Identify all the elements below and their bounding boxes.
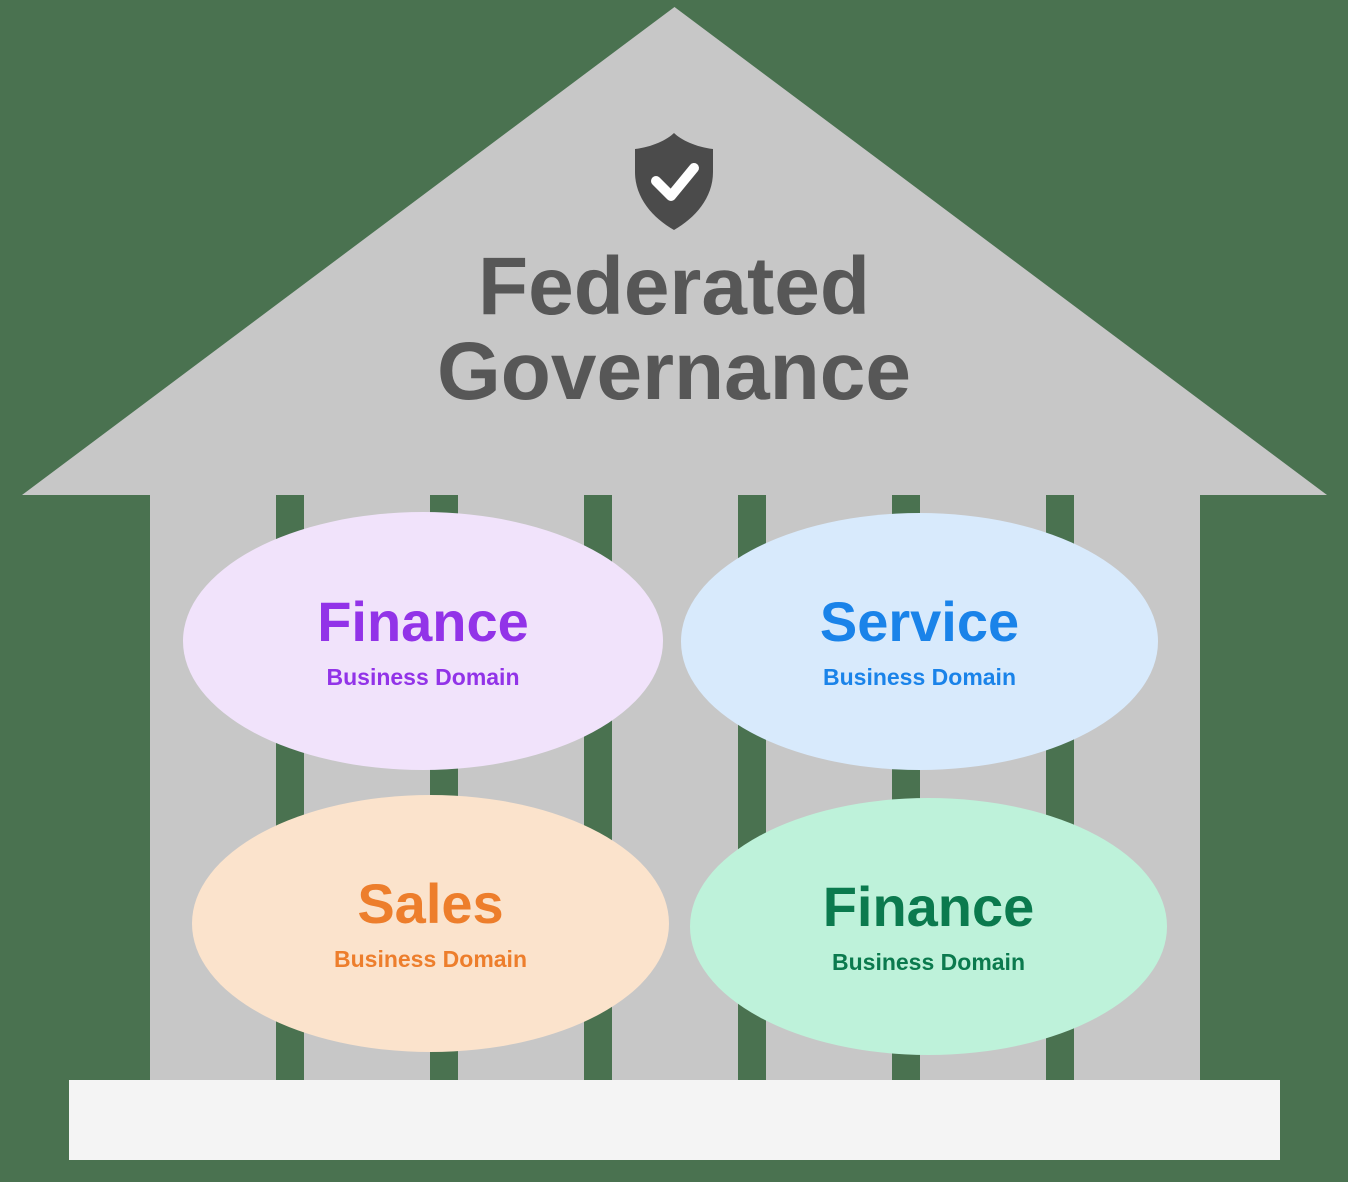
shield-check-icon <box>632 133 716 231</box>
domain-label: Finance <box>317 589 529 653</box>
domain-sublabel: Business Domain <box>823 664 1016 690</box>
title-line-1: Federated <box>478 241 870 332</box>
domain-sublabel: Business Domain <box>334 946 527 972</box>
domain-ellipse-service-blue: Service Business Domain <box>681 513 1158 770</box>
domain-ellipse-finance-green: Finance Business Domain <box>690 798 1167 1055</box>
domain-ellipse-finance-purple: Finance Business Domain <box>183 512 663 770</box>
title-line-2: Governance <box>437 326 911 418</box>
domain-ellipse-sales-orange: Sales Business Domain <box>192 795 669 1052</box>
domain-label: Sales <box>357 872 504 935</box>
domain-label: Finance <box>822 875 1035 938</box>
domain-label: Service <box>819 590 1020 653</box>
domain-sublabel: Business Domain <box>832 949 1025 975</box>
domain-sublabel: Business Domain <box>326 663 520 690</box>
building-base <box>69 1080 1280 1160</box>
page-title: Federated Governance <box>0 244 1348 415</box>
